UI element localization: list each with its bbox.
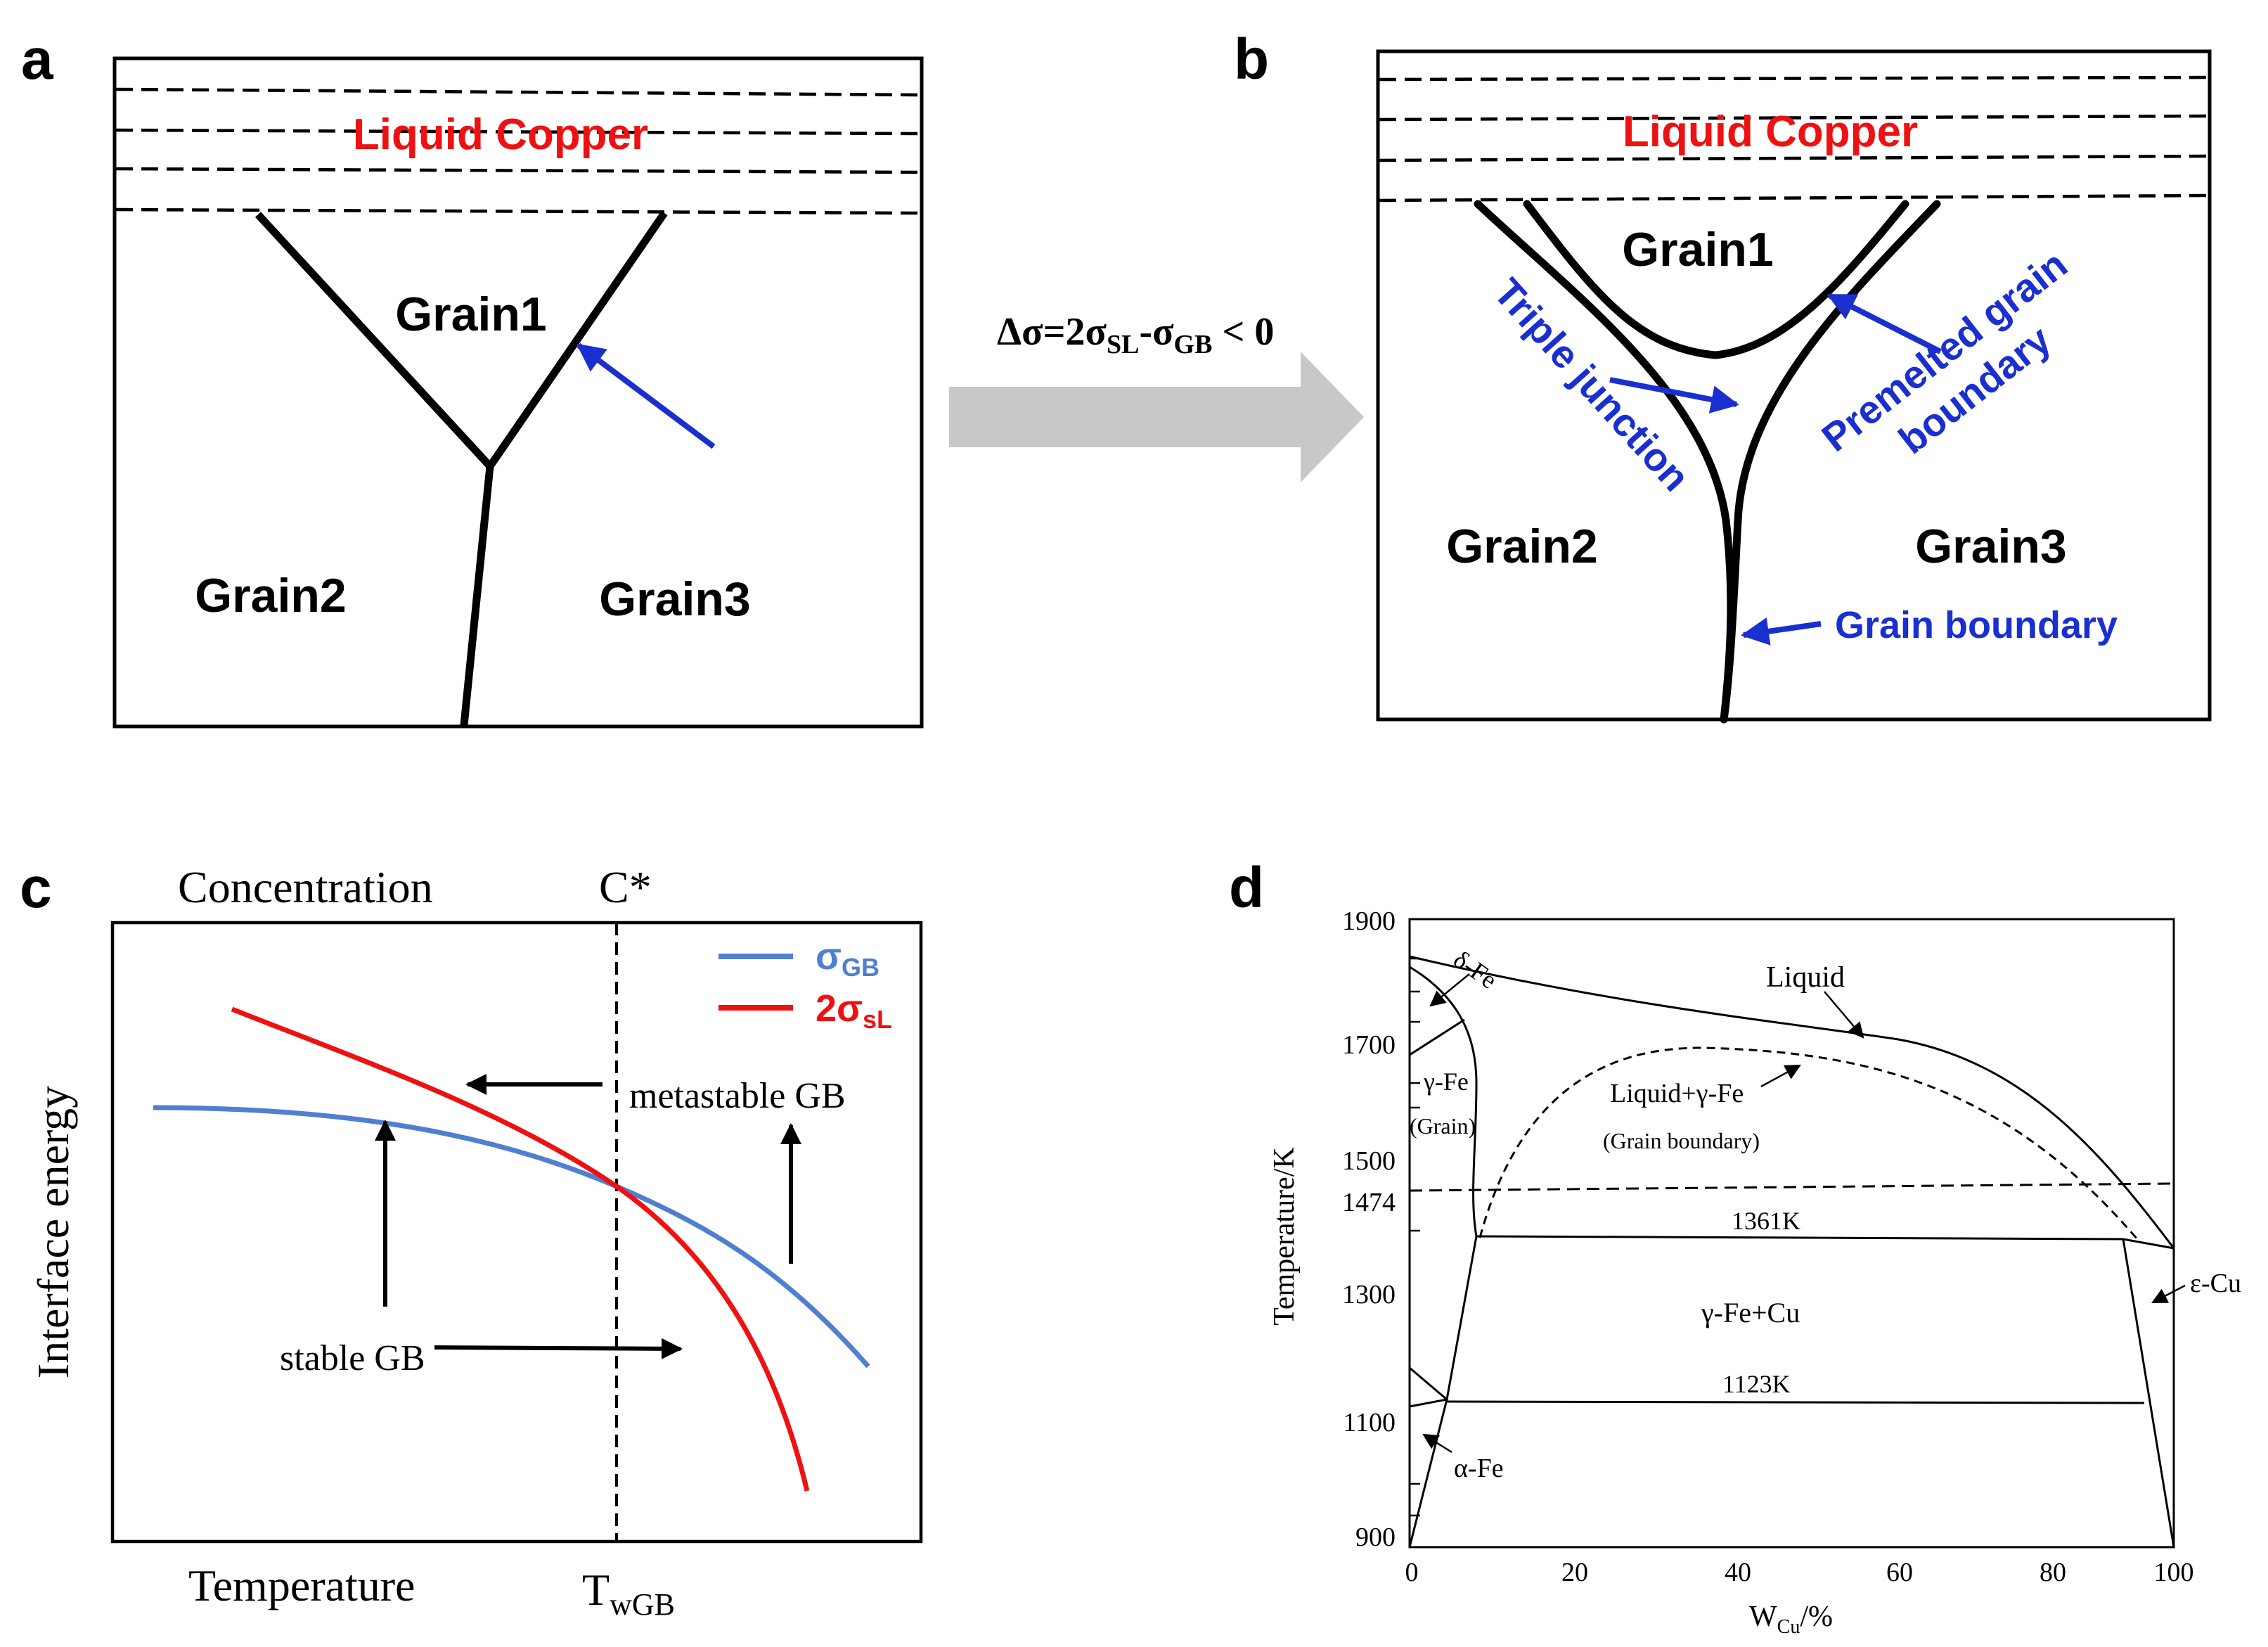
grain1-label-b: Grain1 [1622, 223, 1773, 276]
grain-boundary-arrow [1741, 617, 1822, 646]
panel-d-letter: d [1229, 856, 1264, 920]
stable-label: stable GB [280, 1338, 425, 1378]
svg-text:γ-Fe: γ-Fe [1423, 1068, 1469, 1096]
sigma-sl-curve [231, 1006, 810, 1492]
phase-labels: δ-Fe Liquid Liquid+γ-Fe (Grain boundary)… [1410, 945, 2241, 1483]
svg-text:1100: 1100 [1343, 1408, 1396, 1437]
grain-boundary-solidus-dashed [1478, 1046, 2139, 1240]
svg-text:1300: 1300 [1342, 1280, 1396, 1309]
twgb-label: TwGB [582, 1565, 675, 1622]
x-ticks: 0 20 40 60 80 100 [1405, 1558, 2194, 1587]
svg-text:δ-Fe: δ-Fe [1448, 945, 1502, 994]
svg-text:60: 60 [1886, 1558, 1913, 1587]
isotherm-1361 [1476, 1235, 2124, 1241]
panel-b-frame [1376, 49, 2212, 722]
grain-boundary-label: Grain boundary [1835, 604, 2118, 646]
premelted-boundaries [1474, 200, 1941, 724]
panel-a-frame [112, 56, 924, 729]
svg-text:1700: 1700 [1342, 1030, 1396, 1060]
panel-c: c Concentration C* Interface energy Temp… [20, 856, 923, 1622]
grain2-label: Grain2 [195, 569, 346, 622]
liquidus-curve [1409, 955, 2175, 1249]
panel-c-letter: c [20, 856, 52, 920]
temperature-axis-label: Temperature/K [1268, 1147, 1301, 1326]
liquid-copper-label-b: Liquid Copper [1623, 108, 1918, 156]
label-arrows [1422, 973, 2186, 1454]
triple-junction-arrow [1609, 377, 1739, 414]
delta-gamma-line [1409, 1018, 1465, 1056]
svg-text:1361K: 1361K [1732, 1207, 1800, 1235]
premelted-label: Premelted grain boundary [1814, 242, 2075, 463]
panel-b-letter: b [1234, 27, 1269, 91]
epsilon-cu-top [2122, 1238, 2174, 1250]
svg-text:Liquid+γ-Fe: Liquid+γ-Fe [1610, 1079, 1744, 1108]
panel-d-frame [1408, 918, 2175, 1549]
y-ticks: 1900 1700 1500 1474 1300 1100 900 [1342, 906, 1396, 1552]
c-star-label: C* [599, 862, 652, 912]
grain-boundaries [254, 210, 668, 726]
svg-text:1900: 1900 [1342, 906, 1396, 936]
boundary-arrow [576, 342, 716, 449]
gamma-solidus-curve [1409, 966, 1478, 1237]
svg-text:1474: 1474 [1342, 1188, 1396, 1217]
metastable-label: metastable GB [629, 1076, 846, 1116]
condition-formula: Δσ=2σSL-σGB < 0 [997, 310, 1274, 359]
y-tick-marks [1410, 957, 1420, 1517]
isotherm-1474-dashed [1409, 1182, 2174, 1192]
svg-text:900: 900 [1355, 1523, 1396, 1552]
grain3-label: Grain3 [599, 572, 750, 626]
interface-energy-label: Interface energy [28, 1086, 78, 1378]
concentration-label: Concentration [178, 862, 433, 912]
liquid-copper-label: Liquid Copper [353, 110, 648, 159]
svg-text:1123K: 1123K [1722, 1370, 1791, 1398]
svg-text:ε-Cu: ε-Cu [2190, 1269, 2241, 1298]
svg-text:20: 20 [1561, 1558, 1588, 1587]
svg-text:γ-Fe+Cu: γ-Fe+Cu [1701, 1297, 1800, 1328]
svg-text:(Grain): (Grain) [1410, 1113, 1476, 1139]
panel-a: a Liquid Copper Grain1 Grain2 Grain3 [21, 27, 924, 729]
svg-text:80: 80 [2040, 1558, 2066, 1587]
transition-arrow [949, 352, 1364, 482]
sigma-gb-curve [153, 1105, 870, 1369]
grain2-label-b: Grain2 [1446, 520, 1597, 573]
transition: Δσ=2σSL-σGB < 0 [949, 310, 1364, 482]
legend-sl-text: 2σsL [816, 987, 892, 1034]
svg-text:100: 100 [2154, 1558, 2194, 1587]
panel-c-frame [110, 921, 923, 1544]
panel-d: d 1900 1700 1500 1474 1300 1100 900 0 20… [1229, 856, 2241, 1638]
premelted-arrow [1826, 293, 1942, 354]
liquid-layer-lines [115, 87, 921, 215]
alpha-boundary [1408, 1398, 1449, 1548]
temperature-label: Temperature [188, 1561, 415, 1610]
liquid-layer-lines-b [1379, 75, 2209, 203]
legend-gb-text: σGB [816, 935, 880, 982]
panel-a-letter: a [21, 27, 54, 91]
svg-text:Liquid: Liquid [1766, 961, 1845, 994]
wcu-axis-label: WCu/% [1749, 1601, 1833, 1638]
phase-boundaries [1408, 955, 2175, 1548]
svg-text:1500: 1500 [1342, 1146, 1396, 1176]
grain3-label-b: Grain3 [1915, 520, 2066, 573]
svg-text:α-Fe: α-Fe [1454, 1454, 1504, 1483]
stable-arrow-right [434, 1338, 683, 1359]
gamma-alpha-boundary [1409, 1236, 1478, 1402]
svg-text:(Grain boundary): (Grain boundary) [1603, 1128, 1760, 1153]
panel-b: b Liquid Copper Grain1 Grain2 Grain3 Tri… [1234, 27, 2212, 724]
isotherm-1123 [1446, 1400, 2145, 1404]
grain1-label: Grain1 [395, 288, 546, 341]
epsilon-cu-boundary [2122, 1238, 2175, 1548]
svg-text:0: 0 [1405, 1558, 1419, 1587]
svg-text:40: 40 [1725, 1558, 1751, 1587]
